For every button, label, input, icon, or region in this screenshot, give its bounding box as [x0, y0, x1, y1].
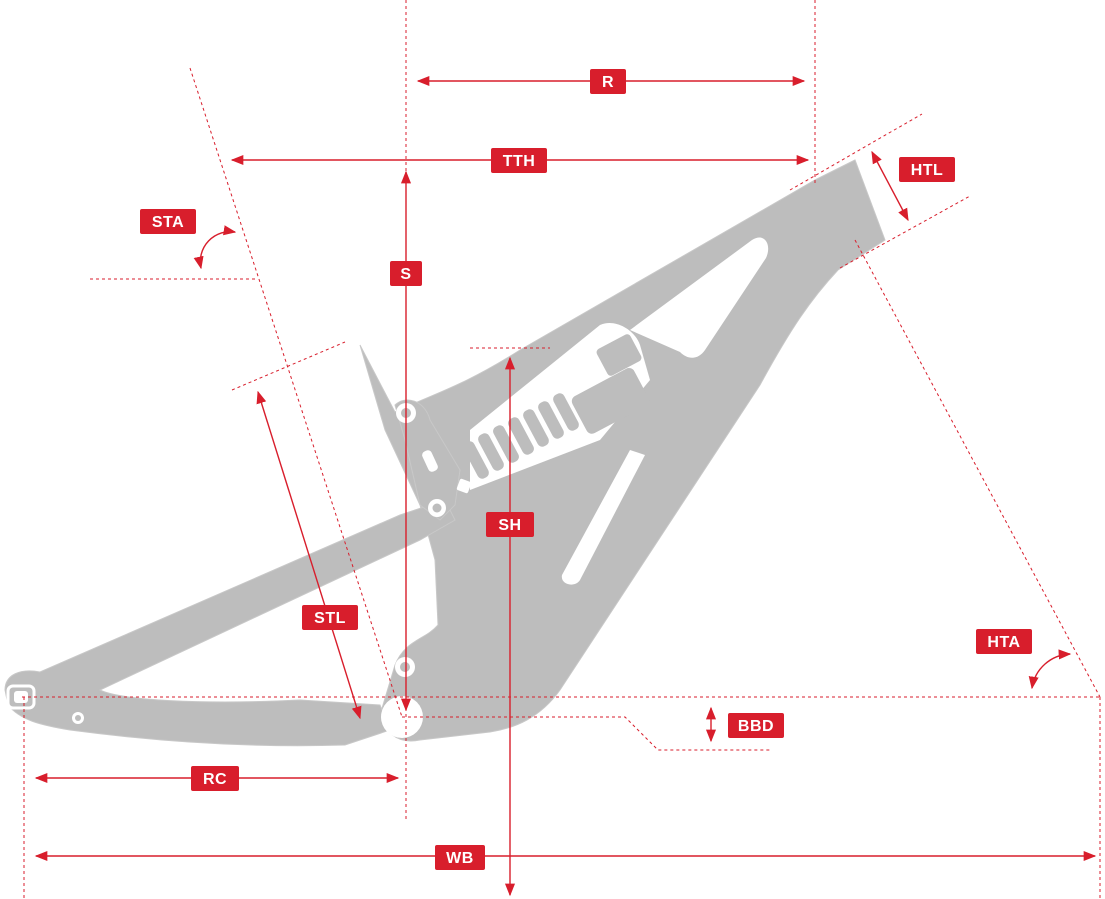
- down-tube-slot: [561, 450, 645, 585]
- label-rc: RC: [191, 766, 239, 791]
- label-wb: WB: [435, 845, 485, 870]
- label-htl: HTL: [899, 157, 955, 182]
- label-hta: HTA: [976, 629, 1032, 654]
- label-stl: STL: [302, 605, 358, 630]
- svg-text:WB: WB: [446, 850, 474, 867]
- label-r: R: [590, 69, 626, 94]
- label-sta: STA: [140, 209, 196, 234]
- sta-arc: [193, 225, 237, 270]
- svg-text:S: S: [400, 266, 411, 283]
- hta-arc: [1028, 649, 1072, 690]
- label-tth: TTH: [491, 148, 547, 173]
- svg-text:BBD: BBD: [738, 718, 774, 735]
- stl-arrow: [256, 390, 362, 720]
- svg-text:TTH: TTH: [503, 153, 536, 170]
- svg-text:R: R: [602, 74, 614, 91]
- svg-text:RC: RC: [203, 771, 227, 788]
- label-s: S: [390, 261, 422, 286]
- svg-text:SH: SH: [498, 517, 521, 534]
- label-sh: SH: [486, 512, 534, 537]
- svg-text:STL: STL: [314, 610, 346, 627]
- label-bbd: BBD: [728, 713, 784, 738]
- bike-frame: [4, 159, 886, 747]
- front-triangle-cutout: [630, 237, 769, 358]
- svg-text:HTA: HTA: [987, 634, 1020, 651]
- htl-arrow: [871, 150, 909, 222]
- svg-text:STA: STA: [152, 214, 184, 231]
- svg-text:HTL: HTL: [911, 162, 944, 179]
